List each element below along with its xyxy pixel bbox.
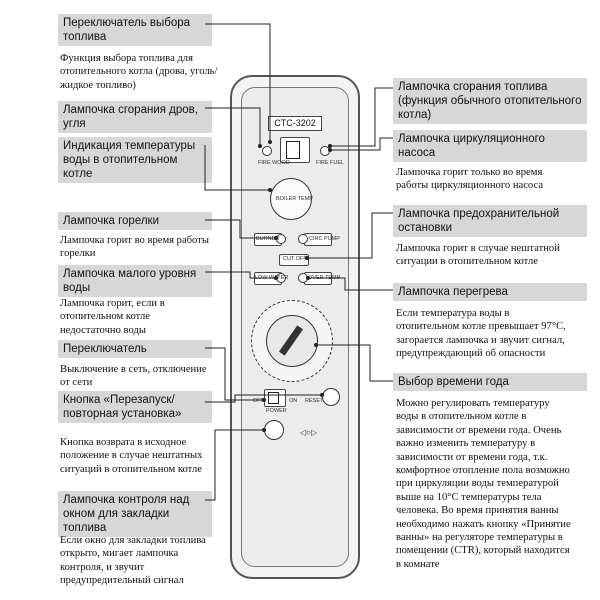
control-lamp-title: Лампочка контроля над окном для закладки… [58,491,212,537]
boiler-temp-label: BOILER TEMP [276,196,313,202]
power-on-label: ON [289,398,298,404]
low-water-desc: Лампочка горит, если в отопительном котл… [60,298,165,336]
low-water-label: LOW WATER [255,275,289,281]
wood-lamp [262,146,272,156]
fuel-selector-rocker [286,141,300,159]
season-desc: Можно регулировать температуру воды в от… [396,398,571,570]
season-dial-knob[interactable] [266,315,318,367]
reset-button[interactable] [322,388,340,406]
fuel-switch-desc: Функция выбора топлива для отопительного… [60,53,218,91]
control-lamp [264,420,284,440]
power-off-label: OFF [253,398,264,404]
safety-lamp-title: Лампочка предохранительной остановки [393,205,587,237]
safety-lamp-desc: Лампочка горит в случае нештатной ситуац… [396,243,560,268]
reset-button-title: Кнопка «Перезапуск/повторная установка» [58,391,212,423]
cut-off-label: CUT OFF [283,256,307,262]
circ-pump-desc: Лампочка горит только во время работы ци… [396,167,544,192]
overheat-title: Лампочка перегрева [393,283,587,301]
overheat-desc: Если температура воды в отопительном кот… [396,308,566,360]
burner-label: BURNER [256,236,280,242]
circ-pump-lamp [298,234,308,244]
fuel-burn-lamp-title: Лампочка сгорания топлива (функция обычн… [393,78,587,124]
power-switch-rocker [268,392,279,404]
fuel-lamp [320,146,330,156]
temp-indicator-title: Индикация температуры воды в отопительно… [58,137,212,183]
power-label: POWER [266,408,287,414]
circ-pump-label: CIRC PUMP [309,236,340,242]
reset-label: RESET [305,398,324,404]
fire-wood-label: FIRE WOOD [258,160,290,166]
burner-lamp-title: Лампочка горелки [58,212,212,230]
boiler-temp-indicator [270,178,312,220]
fuel-switch-title: Переключатель выбора топлива [58,14,212,46]
circ-pump-title: Лампочка циркуляционного насоса [393,130,587,162]
power-switch-desc: Выключение в сеть, отключение от сети [60,364,207,389]
power-switch-title: Переключатель [58,340,212,358]
cut-off-indicator [279,254,309,266]
reset-button-desc: Кнопка возврата в исходное положение в с… [60,437,203,475]
model-label: CTC-3202 [268,116,322,131]
over-temp-label: OVER TEMP [308,275,341,281]
over-temp-lamp [298,273,308,283]
season-title: Выбор времени года [393,373,587,391]
low-water-title: Лампочка малого уровня воды [58,265,212,297]
burner-lamp-desc: Лампочка горит во время работы горелки [60,235,209,260]
fire-fuel-label: FIRE FUEL [316,160,345,166]
brand-mark: ◁○▷ [300,428,318,437]
control-lamp-desc: Если окно для закладки топлива открыто, … [60,535,206,587]
wood-lamp-title: Лампочка сгорания дров, угля [58,101,212,133]
